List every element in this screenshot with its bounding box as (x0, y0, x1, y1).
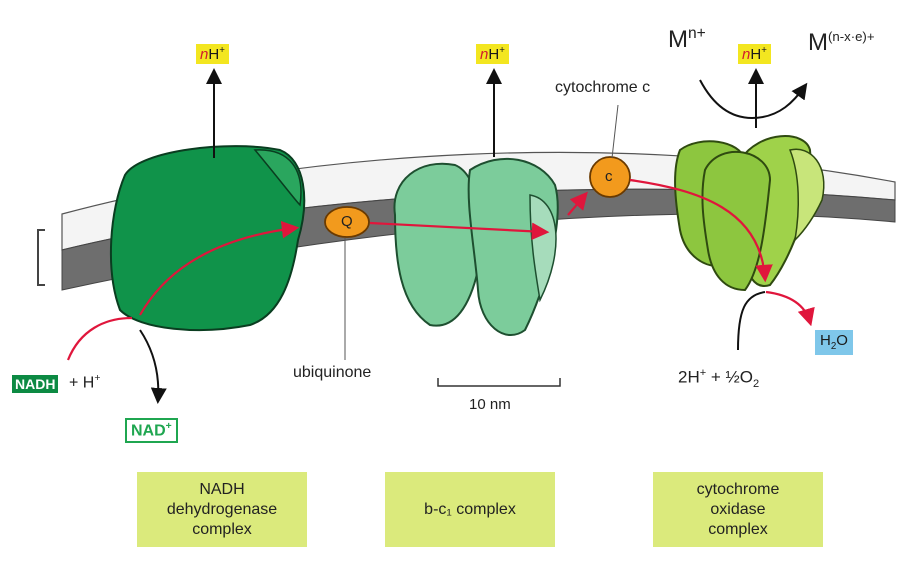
nad-release-arrow (140, 330, 158, 400)
proton-label-3: nH+ (738, 44, 771, 64)
nadh-label: NADH (12, 375, 58, 393)
metal-ion-out-label: M(n-x·e)+ (808, 30, 875, 55)
nadh-plus-h-label: + H+ (69, 374, 100, 391)
caption-bc1-complex: b-c₁ complex (385, 472, 555, 547)
nadh-dehydrogenase-protein (111, 146, 304, 330)
oxygen-stem (738, 292, 765, 350)
scale-bar-label: 10 nm (469, 397, 511, 412)
scale-bar (438, 378, 560, 386)
ubiquinone-letter: Q (341, 214, 353, 229)
caption-cytochrome-oxidase: cytochrome oxidase complex (653, 472, 823, 547)
metal-ion-in-label: Mn+ (668, 26, 706, 52)
metal-ion-arrow (700, 80, 805, 118)
proton-label-1: nH+ (196, 44, 229, 64)
nad-label: NAD+ (125, 418, 178, 443)
caption-nadh-dehydrogenase: NADH dehydrogenase complex (137, 472, 307, 547)
cytochrome-c-letter: c (605, 169, 613, 184)
oxygen-reactants-label: 2H+ + ½O2 (678, 368, 759, 390)
cytochrome-c-leader (612, 105, 618, 158)
water-label: H2O (815, 330, 853, 355)
cytochrome-oxidase-protein (675, 136, 824, 290)
ubiquinone-label: ubiquinone (293, 365, 371, 381)
proton-label-2: nH+ (476, 44, 509, 64)
bc1-complex-protein (394, 159, 557, 335)
membrane-thickness-bracket (38, 230, 45, 285)
cytochrome-c-label: cytochrome c (555, 80, 650, 96)
